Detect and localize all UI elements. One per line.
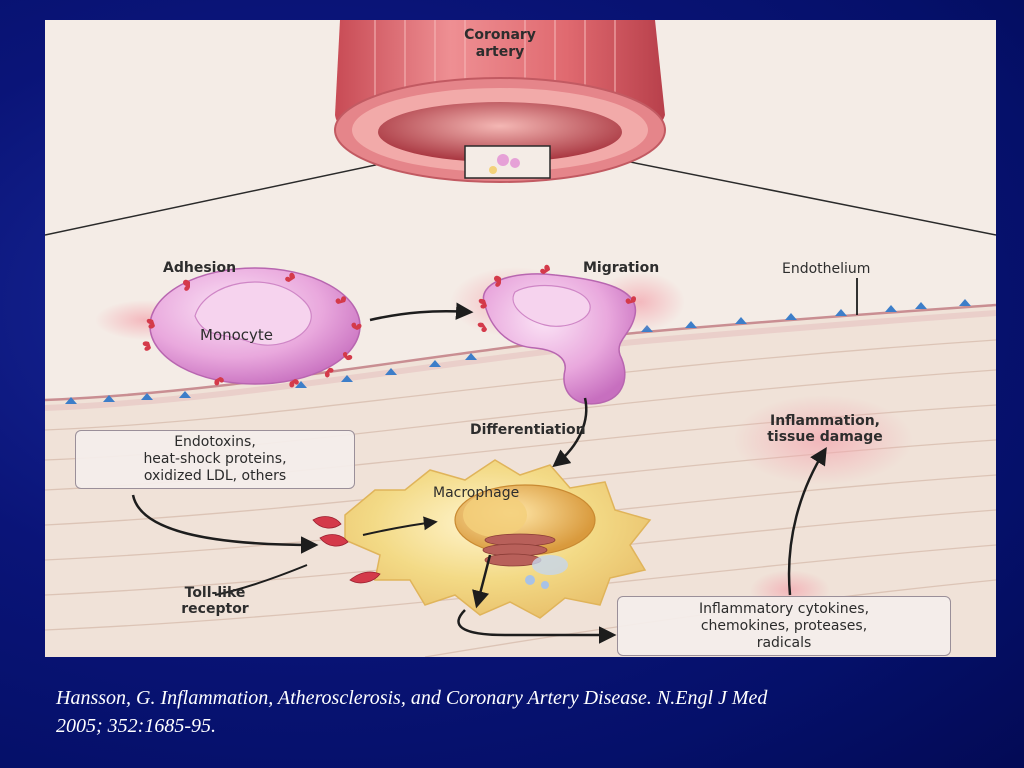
coronary-artery-label: Coronary artery — [450, 27, 550, 61]
citation-line-2: 2005; 352:1685-95. — [56, 715, 216, 737]
inflammation-label-line: tissue damage — [767, 429, 883, 445]
inflammation-label-line: Inflammation, — [769, 413, 881, 429]
coronary-artery-illustration — [334, 20, 666, 183]
coronary-artery-label-line: Coronary — [464, 27, 536, 43]
stimuli-box: Endotoxins, heat-shock proteins, oxidize… — [75, 430, 355, 489]
mediators-line: Inflammatory cytokines, — [698, 600, 870, 617]
adhesion-label: Adhesion — [163, 260, 237, 276]
citation: Hansson, G. Inflammation, Atherosclerosi… — [56, 684, 996, 740]
differentiation-label: Differentiation — [470, 422, 586, 438]
stimuli-line: heat-shock proteins, — [143, 451, 287, 467]
stimuli-line: oxidized LDL, others — [143, 468, 287, 484]
mediators-box: Inflammatory cytokines, chemokines, prot… — [617, 596, 951, 656]
coronary-artery-label-line: artery — [475, 44, 525, 60]
stimuli-line: Endotoxins, — [174, 434, 256, 450]
migration-label: Migration — [583, 260, 660, 276]
endothelial-markers — [65, 299, 971, 404]
macrophage-cell — [312, 459, 652, 619]
toll-like-label-line: receptor — [181, 601, 249, 617]
monocyte-cell — [142, 267, 362, 388]
citation-line-1: Hansson, G. Inflammation, Atherosclerosi… — [56, 687, 768, 709]
toll-like-receptor-label: Toll-like receptor — [170, 585, 260, 617]
macrophage-label: Macrophage — [433, 485, 520, 501]
migrating-monocyte — [477, 264, 637, 405]
mediators-line: radicals — [756, 634, 812, 651]
diagram-panel: Coronary artery Adhesion Migration Endot… — [45, 20, 996, 657]
toll-like-label-line: Toll-like — [184, 585, 246, 601]
mediators-line: chemokines, proteases, — [700, 617, 868, 634]
inflammation-label: Inflammation, tissue damage — [740, 413, 910, 445]
monocyte-label: Monocyte — [200, 326, 274, 344]
endothelium-label: Endothelium — [782, 261, 871, 277]
toll-like-receptors — [312, 516, 381, 584]
diagram-artwork — [45, 20, 996, 657]
